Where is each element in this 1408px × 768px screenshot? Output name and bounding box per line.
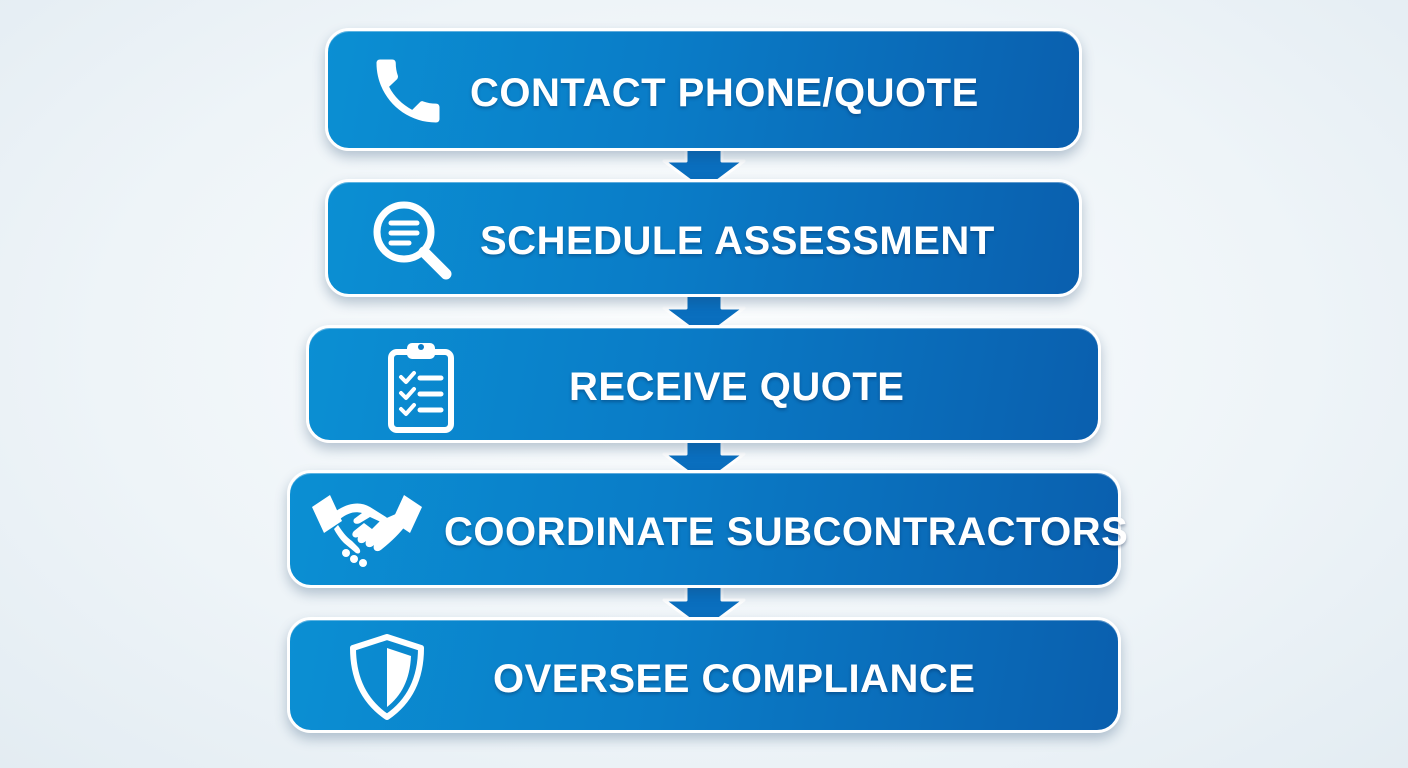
magnifier-icon [366, 196, 458, 288]
shield-icon [345, 632, 429, 722]
step-schedule-assessment: SCHEDULE ASSESSMENT [325, 179, 1082, 297]
step-label: OVERSEE COMPLIANCE [493, 657, 976, 701]
step-contact-phone-quote: CONTACT PHONE/QUOTE [325, 28, 1082, 151]
step-label: RECEIVE QUOTE [569, 365, 905, 409]
step-receive-quote: RECEIVE QUOTE [306, 325, 1101, 443]
step-label: SCHEDULE ASSESSMENT [480, 219, 995, 263]
handshake-icon [308, 487, 426, 575]
step-label: COORDINATE SUBCONTRACTORS [444, 510, 1129, 554]
step-label: CONTACT PHONE/QUOTE [470, 71, 979, 115]
step-oversee-compliance: OVERSEE COMPLIANCE [287, 617, 1121, 733]
step-coordinate-subcontractors: COORDINATE SUBCONTRACTORS [287, 470, 1128, 588]
clipboard-checklist-icon [381, 340, 461, 434]
phone-icon [366, 49, 450, 133]
